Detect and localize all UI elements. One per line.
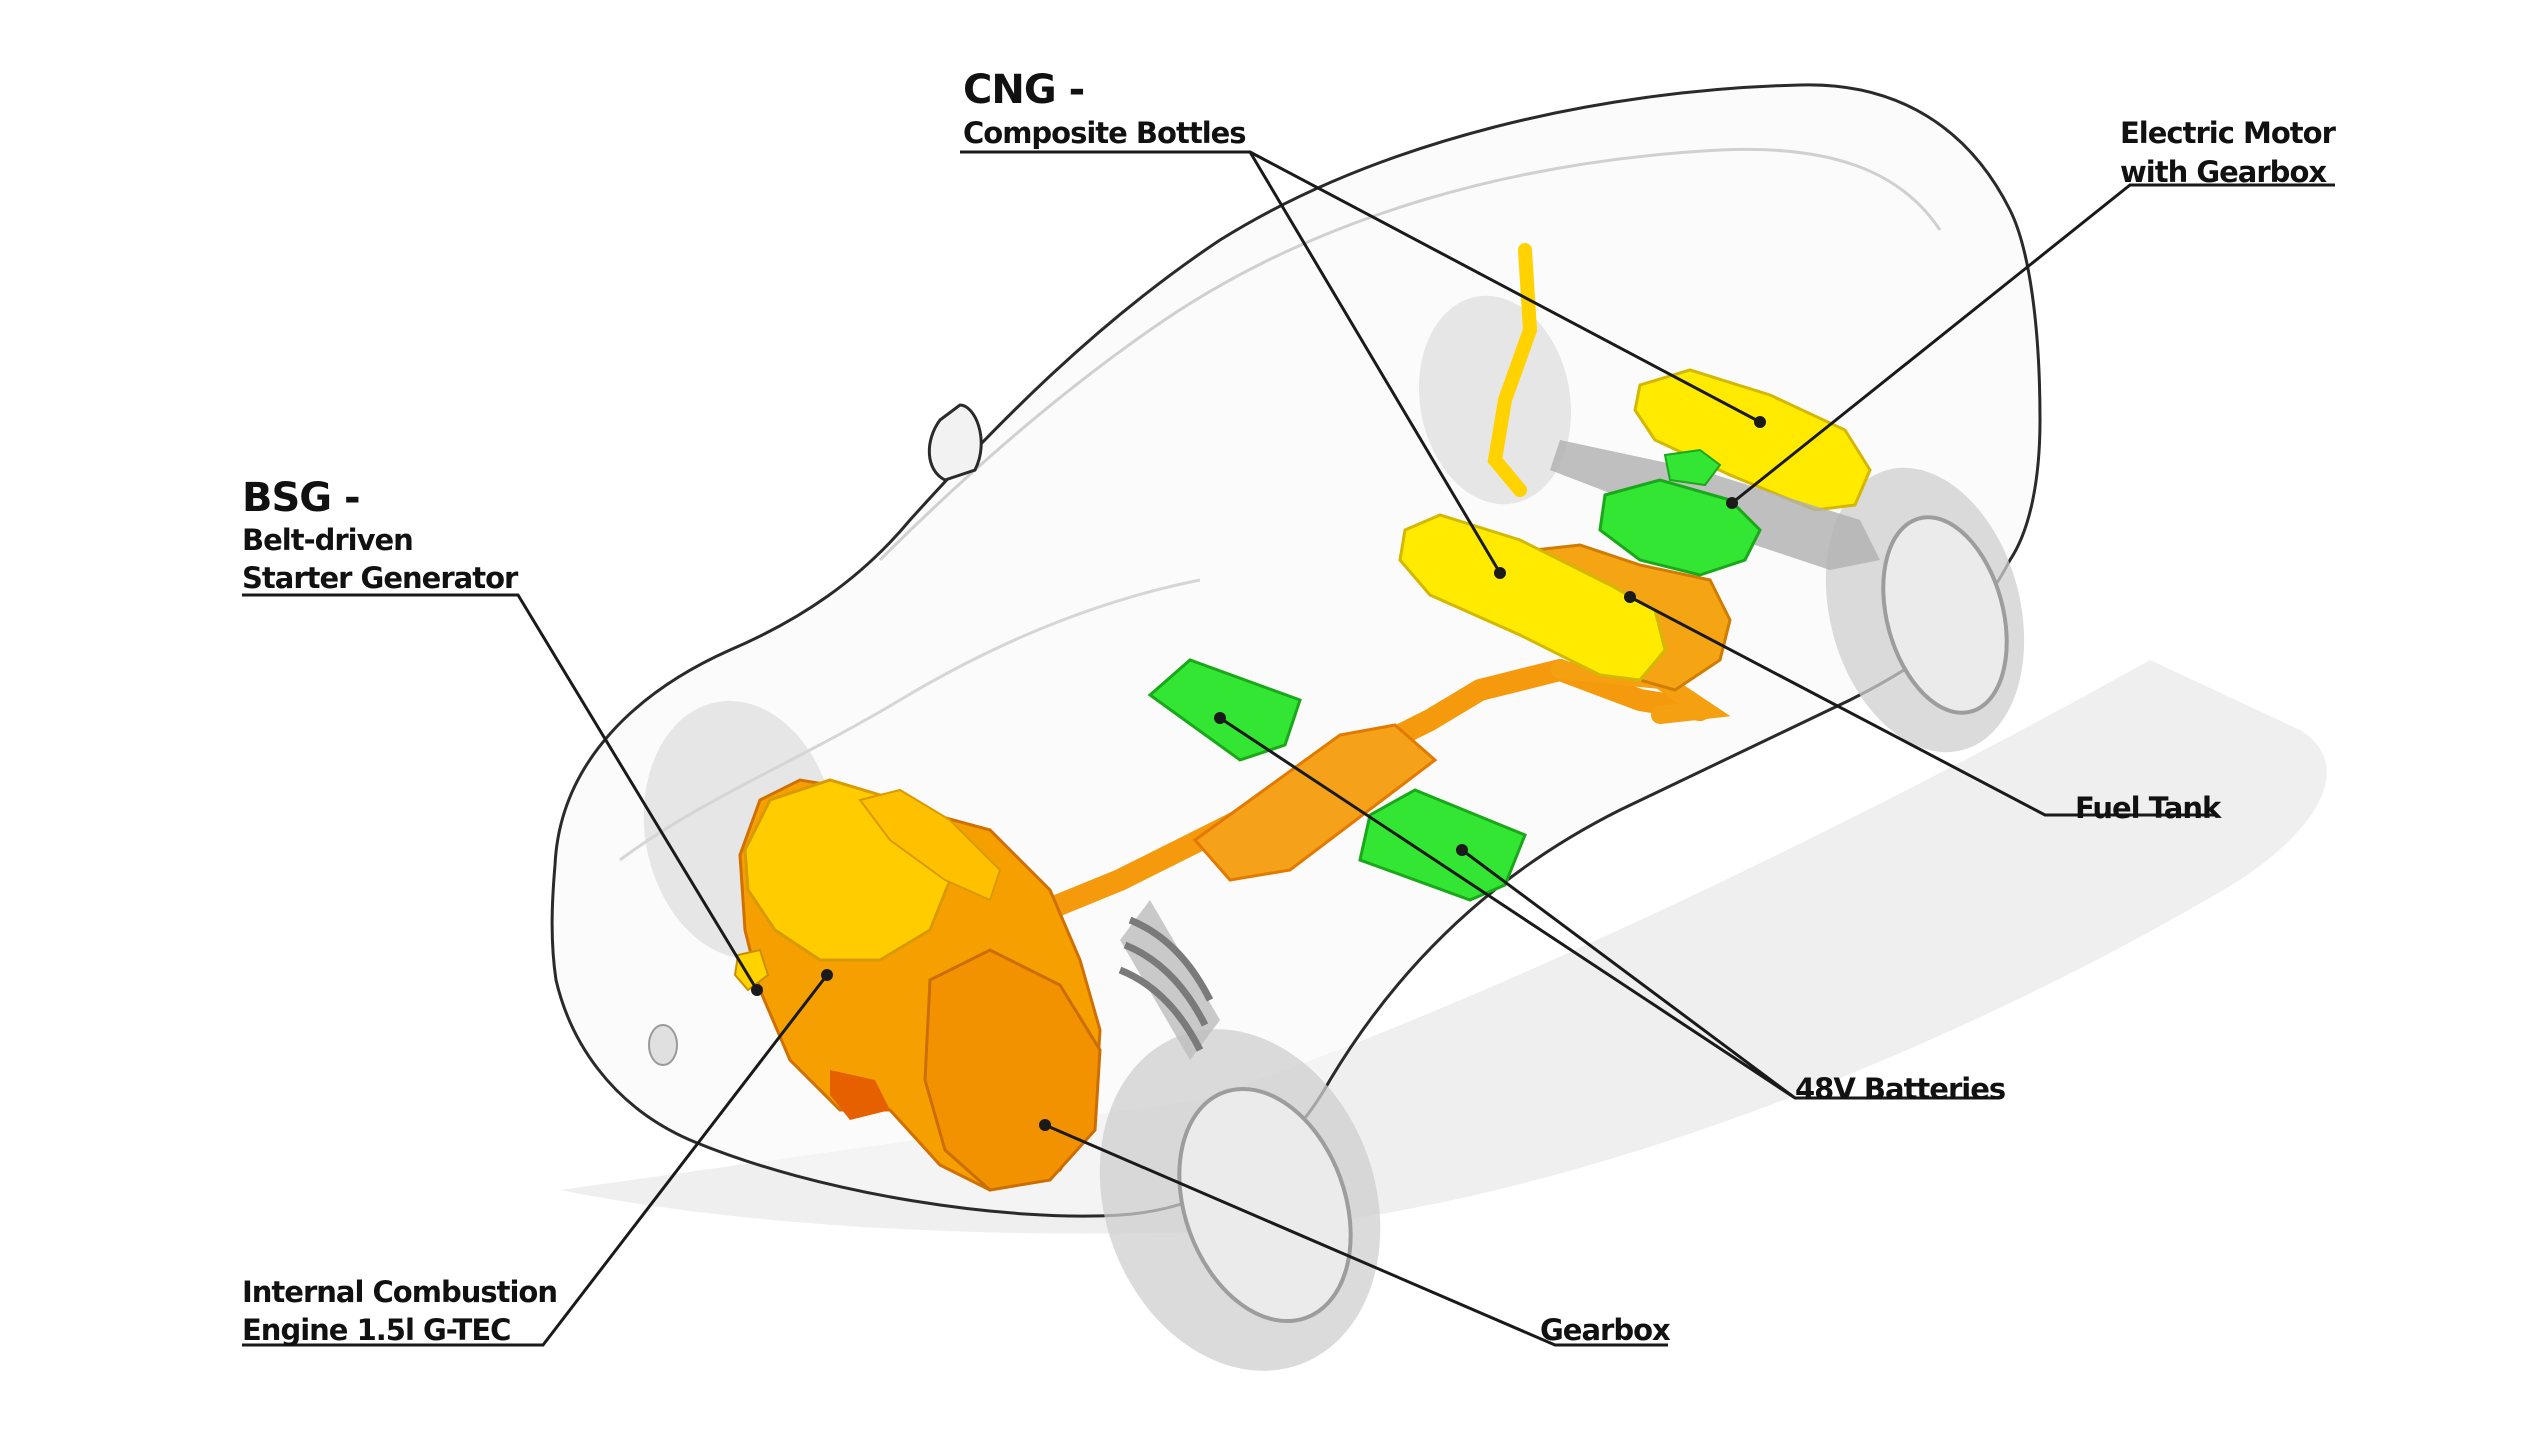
ice-label-line2: Engine 1.5l G-TEC — [242, 1313, 511, 1347]
leader-cng-bottles — [960, 150, 1761, 574]
gearbox-label: Gearbox — [1540, 1313, 1671, 1347]
dot-gearbox — [1039, 1119, 1051, 1131]
electric-motor-label-line2: with Gearbox — [2120, 155, 2327, 189]
dot-electric-motor — [1726, 497, 1738, 509]
intake-manifold — [858, 788, 1002, 902]
front-suspension — [1118, 900, 1220, 1060]
filler-pipe — [1487, 243, 1538, 497]
cng-bottle-rear — [1633, 368, 1872, 512]
side-mirror — [927, 403, 983, 482]
batteries — [1147, 658, 1527, 902]
windscreen-line — [878, 147, 1942, 562]
electric-motor-gearbox — [1663, 448, 1722, 487]
bsg-label-line2: Starter Generator — [242, 561, 518, 595]
dot-battery-front — [1214, 712, 1226, 724]
belt-starter-generator — [733, 948, 770, 992]
exhaust-pipe — [999, 659, 1711, 936]
dot-cng-front — [1494, 567, 1506, 579]
exhaust-system — [999, 659, 1731, 936]
leader-electric-motor — [1731, 183, 2335, 505]
dot-bsg — [751, 984, 763, 996]
front-badge — [648, 1024, 678, 1066]
batteries-label: 48V Batteries — [1795, 1072, 2006, 1106]
fuel-tank-label: Fuel Tank — [2075, 791, 2221, 825]
leader-fuel-tank — [1629, 595, 2215, 817]
dot-battery-rear — [1456, 844, 1468, 856]
rear-axle — [1550, 440, 1880, 577]
leader-ice — [242, 974, 829, 1347]
leader-bsg — [242, 593, 759, 991]
bsg-label-line1: Belt-driven — [242, 523, 414, 557]
battery-rear — [1358, 788, 1527, 902]
cng-subheading: Composite Bottles — [963, 116, 1247, 150]
ice-label-line1: Internal Combustion — [242, 1275, 558, 1309]
cng-heading: CNG - — [963, 67, 1085, 113]
wheel-front-right — [1099, 1029, 1381, 1371]
engine-dark-parts — [830, 1070, 890, 1120]
electric-motor-label-line1: Electric Motor — [2120, 116, 2336, 150]
catalytic-converter — [1192, 723, 1438, 882]
electric-motor — [1598, 478, 1762, 577]
bsg-heading: BSG - — [242, 475, 361, 521]
dot-cng-rear — [1754, 416, 1766, 428]
leader-lines — [242, 150, 2335, 1347]
wheel-rear-left — [1418, 295, 1572, 505]
battery-front — [1147, 658, 1302, 762]
wheels — [643, 295, 2025, 1371]
leader-dots — [751, 416, 1766, 1131]
ground-shadow — [560, 660, 2327, 1234]
leader-gearbox — [1044, 1123, 1668, 1347]
dot-ice — [821, 969, 833, 981]
leader-batteries — [1219, 716, 1995, 1100]
cng-bottles — [1398, 243, 1872, 682]
cng-bottle-front — [1398, 513, 1667, 682]
engine — [733, 778, 1102, 1192]
dot-fuel-tank — [1624, 591, 1636, 603]
wheel-rear-right — [1825, 467, 2025, 753]
